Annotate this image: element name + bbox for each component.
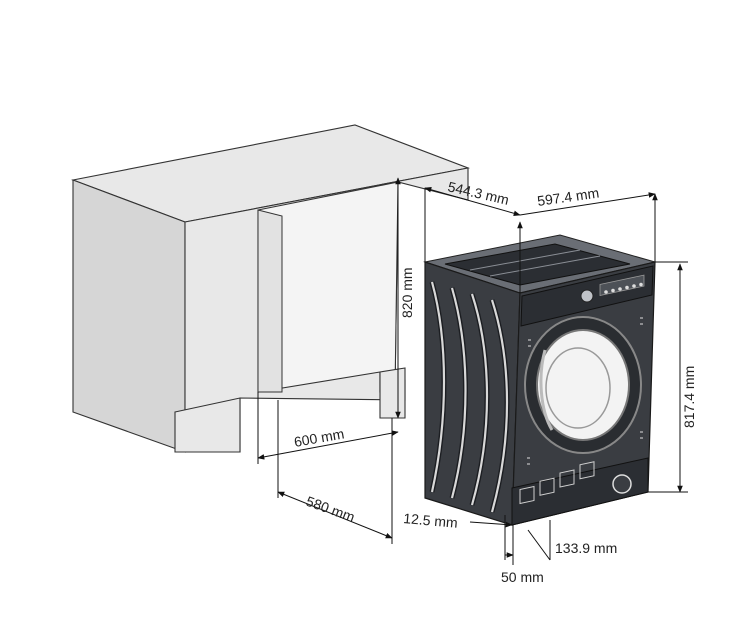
- program-knob-icon: [580, 289, 594, 303]
- cabinet-left-face: [72, 179, 186, 453]
- machine-top-inner: [444, 243, 631, 286]
- door-glass: [536, 329, 630, 441]
- label-height-machine: 817.4 mm: [681, 366, 697, 428]
- dimension-lines: [257, 177, 688, 565]
- display-panel: [599, 274, 645, 296]
- label-niche-depth: 580 mm: [304, 493, 357, 525]
- niche-side-wall: [257, 209, 283, 393]
- washing-machine: [423, 234, 656, 526]
- dim-line-597: [519, 192, 656, 216]
- label-door-offset: 133.9 mm: [555, 540, 617, 556]
- mounting-marks: [527, 317, 643, 465]
- service-grill: [519, 461, 595, 505]
- side-ribs: [429, 281, 510, 513]
- filter-cap-icon: [612, 474, 632, 494]
- label-depth-top: 597.4 mm: [536, 184, 600, 209]
- dim-line-580: [277, 491, 393, 539]
- label-bottom-gap: 50 mm: [501, 569, 544, 585]
- plinth-left: [174, 397, 241, 453]
- dim-line-544: [424, 187, 521, 216]
- label-height-cabinet: 820 mm: [399, 267, 415, 318]
- dim-line-600: [257, 430, 399, 460]
- label-plinth-gap: 12.5 mm: [403, 510, 459, 531]
- plinth-right: [379, 367, 406, 419]
- panel-buttons: [604, 282, 643, 294]
